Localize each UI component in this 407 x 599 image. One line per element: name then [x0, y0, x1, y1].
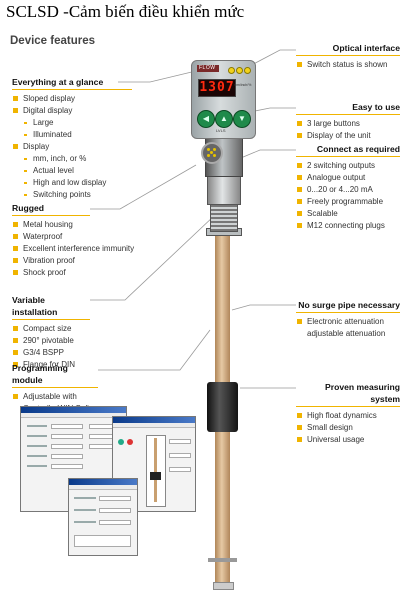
- feature-item: 290° pivotable: [12, 335, 90, 347]
- feature-subitem: High and low display: [12, 177, 132, 189]
- m12-connector-icon: [201, 142, 223, 164]
- software-window-settings: [68, 478, 138, 556]
- feature-item: High float dynamics: [296, 410, 400, 422]
- sensor-thread: [210, 203, 238, 232]
- feature-item: M12 connecting plugs: [296, 220, 400, 232]
- feature-item: G3/4 BSPP: [12, 347, 90, 359]
- feature-optical-interface: Optical interface Switch status is shown: [296, 42, 400, 71]
- feature-variable-installation: Variable installation Compact size 290° …: [12, 294, 90, 371]
- feature-subitem: Illuminated: [12, 129, 132, 141]
- feature-heading: No surge pipe necessary: [296, 299, 400, 313]
- feature-item: Switch status is shown: [296, 59, 400, 71]
- feature-item: Display: [12, 141, 132, 153]
- brand-logo-text: FLOW: [199, 65, 216, 71]
- sensor-head: FLOW 1307 mm/inch/% ◀ ▲ ▼ LVLS: [191, 60, 256, 139]
- digital-display: 1307: [198, 79, 236, 97]
- feature-subitem: Large: [12, 117, 132, 129]
- feature-item: Universal usage: [296, 434, 400, 446]
- feature-heading: Variable installation: [12, 294, 90, 320]
- feature-heading: Easy to use: [296, 101, 400, 115]
- leader-line: [98, 329, 211, 371]
- feature-no-surge-pipe: No surge pipe necessary Electronic atten…: [296, 299, 400, 340]
- feature-item: Freely programmable: [296, 196, 400, 208]
- feature-connect-as-required: Connect as required 2 switching outputs …: [296, 143, 400, 232]
- feature-item: Sloped display: [12, 93, 132, 105]
- feature-everything-at-a-glance: Everything at a glance Sloped display Di…: [12, 76, 132, 201]
- leader-line: [245, 49, 296, 69]
- feature-subitem: Switching points: [12, 189, 132, 201]
- button-caption: LVLS: [216, 128, 226, 133]
- down-arrow-button[interactable]: ▼: [233, 110, 251, 128]
- feature-item: 0...20 or 4...20 mA: [296, 184, 400, 196]
- feature-heading: Connect as required: [296, 143, 400, 157]
- feature-proven-measuring-system: Proven measuring system High float dynam…: [296, 381, 400, 446]
- unit-label: mm/inch/%: [234, 83, 252, 87]
- pipe-end-cap: [213, 582, 234, 590]
- feature-item: Compact size: [12, 323, 90, 335]
- feature-item-continuation: adjustable attenuation: [307, 329, 386, 338]
- feature-item: Digital display: [12, 105, 132, 117]
- up-arrow-button[interactable]: ▲: [215, 110, 233, 128]
- feature-item: Scalable: [296, 208, 400, 220]
- left-arrow-button[interactable]: ◀: [197, 110, 215, 128]
- page-title: SCLSD -Cảm biến điều khiển mức: [6, 2, 245, 21]
- feature-item: Flange for DIN: [12, 359, 90, 371]
- leader-line: [90, 164, 197, 210]
- feature-item: Analogue output: [296, 172, 400, 184]
- section-subtitle: Device features: [10, 35, 96, 47]
- feature-item: Adjustable with: [12, 391, 98, 403]
- feature-item: 3 large buttons: [296, 118, 400, 130]
- leader-line: [235, 149, 296, 161]
- feature-item: Display of the unit: [296, 130, 400, 142]
- feature-item: 2 switching outputs: [296, 160, 400, 172]
- feature-item: Waterproof: [12, 231, 90, 243]
- feature-rugged: Rugged Metal housing Waterproof Excellen…: [12, 202, 134, 279]
- status-led-icon: [244, 67, 251, 74]
- feature-subitem: Actual level: [12, 165, 132, 177]
- feature-item: Metal housing: [12, 219, 90, 231]
- feature-item: Small design: [296, 422, 400, 434]
- float-magnet: [207, 382, 238, 432]
- feature-heading: Everything at a glance: [12, 76, 132, 90]
- brand-logo: FLOW: [197, 65, 219, 72]
- sensor-nut: [207, 175, 241, 205]
- stop-ring: [208, 558, 237, 562]
- feature-item: Shock proof: [12, 267, 90, 279]
- feature-heading: Proven measuring system: [296, 381, 400, 407]
- feature-subitem: mm, inch, or %: [12, 153, 132, 165]
- leader-line: [249, 107, 296, 113]
- leader-line: [118, 69, 201, 83]
- status-led-icon: [236, 67, 243, 74]
- feature-heading: Programming module: [12, 362, 98, 388]
- status-led-icon: [228, 67, 235, 74]
- leader-line: [90, 214, 216, 301]
- feature-easy-to-use: Easy to use 3 large buttons Display of t…: [296, 101, 400, 142]
- feature-heading: Optical interface: [296, 42, 400, 56]
- leader-line: [231, 304, 296, 311]
- feature-item: Excellent interference immunity: [12, 243, 134, 255]
- feature-item: Electronic attenuation: [296, 316, 400, 328]
- feature-heading: Rugged: [12, 202, 90, 216]
- feature-item: Vibration proof: [12, 255, 90, 267]
